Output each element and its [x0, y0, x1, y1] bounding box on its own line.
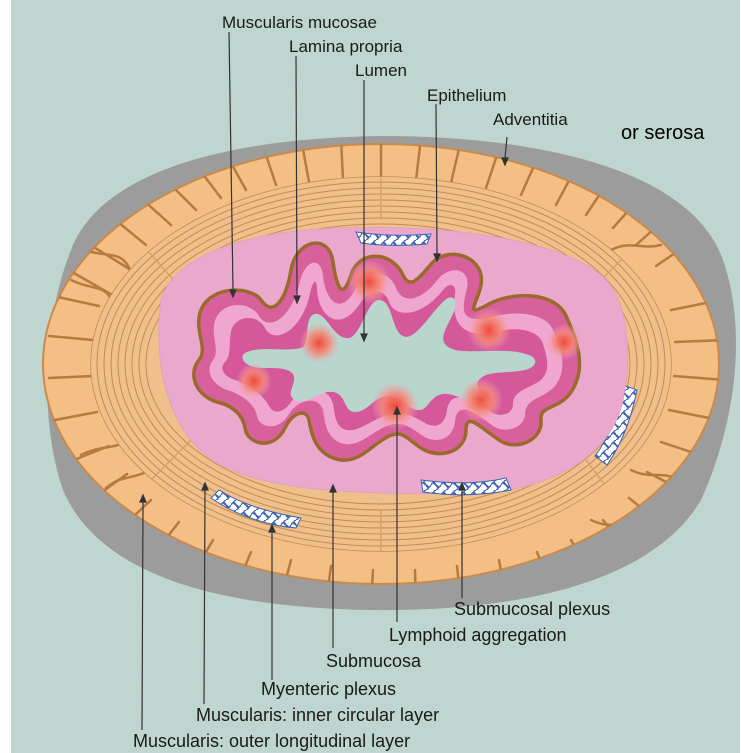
label-lumen: Lumen: [355, 62, 407, 79]
label-muscularis-mucosae: Muscularis mucosae: [222, 14, 377, 31]
label-myenteric-plexus: Myenteric plexus: [261, 680, 396, 698]
intestine-cross-section-diagram: [11, 0, 740, 753]
label-lamina-propria: Lamina propria: [289, 38, 402, 55]
label-muscularis-outer: Muscularis: outer longitudinal layer: [133, 732, 410, 750]
label-or-serosa: or serosa: [621, 123, 704, 143]
label-epithelium: Epithelium: [427, 87, 506, 104]
label-adventitia: Adventitia: [493, 111, 568, 128]
diagram-frame: Muscularis mucosae Lamina propria Lumen …: [11, 0, 740, 753]
label-submucosal-plexus: Submucosal plexus: [454, 600, 610, 618]
label-lymphoid-aggregation: Lymphoid aggregation: [389, 626, 566, 644]
label-submucosa: Submucosa: [326, 652, 421, 670]
label-muscularis-inner: Muscularis: inner circular layer: [196, 706, 439, 724]
